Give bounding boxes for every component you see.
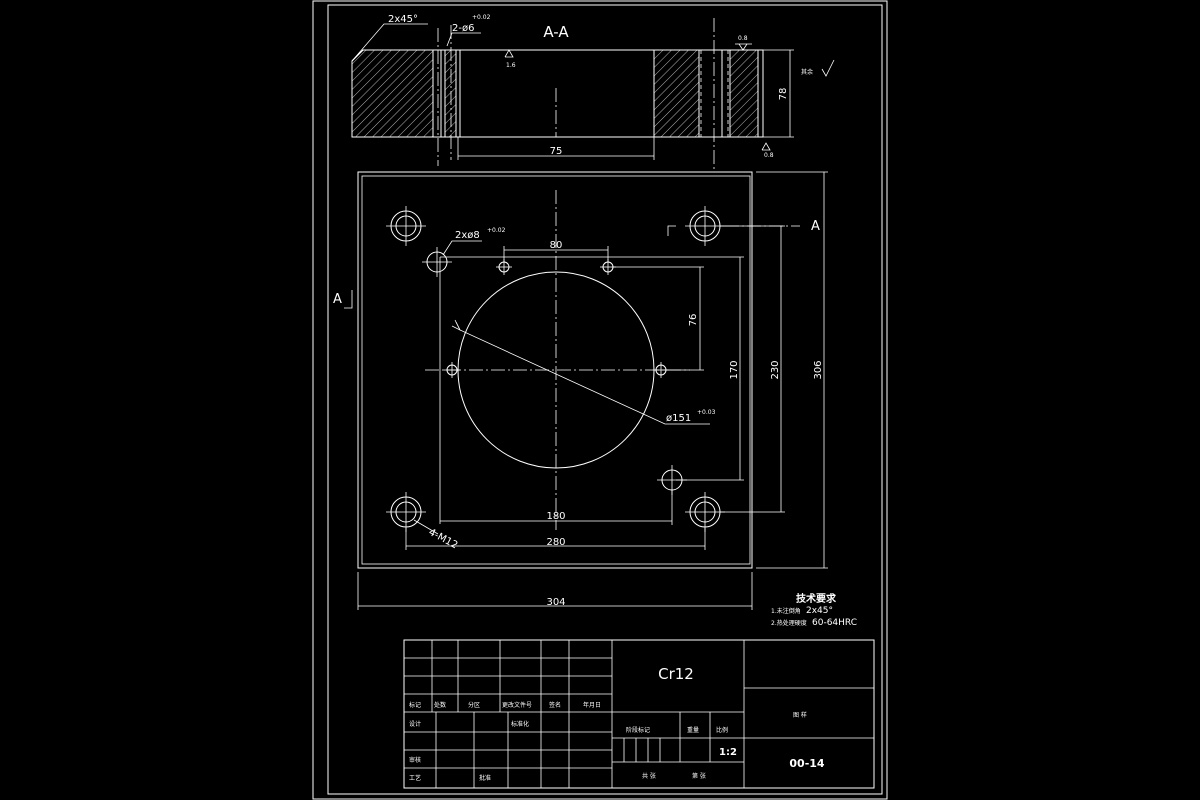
dim-280: 280 (546, 537, 565, 548)
outer-border (312, 0, 888, 800)
tb-scale-value: 1:2 (719, 747, 737, 758)
small-hole-c (444, 362, 460, 378)
tb-sheet-no: 第 张 (692, 772, 706, 780)
tb-stage-mark: 阶段标记 (626, 726, 650, 734)
section-width-75: 75 (550, 146, 563, 157)
section-pin-holes-label: 2-ø6 (452, 23, 474, 34)
tb-standardization: 标准化 (511, 720, 529, 728)
section-hatch-left (351, 49, 434, 138)
thread-hole-bl (386, 492, 426, 532)
tb-signature: 签名 (549, 701, 561, 709)
section-chamfer-label: 2x45° (388, 14, 418, 25)
tb-drawing-name: 图 样 (793, 711, 807, 719)
tb-change-doc: 更改文件号 (502, 701, 532, 709)
plan-view (344, 171, 828, 610)
section-title: A-A (543, 23, 569, 41)
dim-76: 76 (688, 314, 699, 327)
thread-hole-tl (386, 206, 426, 246)
tb-sheets-total: 共 张 (642, 772, 656, 780)
thread-label: 4-M12 (427, 527, 460, 551)
thread-hole-br (685, 492, 725, 532)
dim-230: 230 (770, 360, 781, 379)
dim-80: 80 (550, 240, 563, 251)
tb-scale-label: 比例 (716, 726, 728, 734)
plate-outline (357, 171, 753, 569)
section-height-78: 78 (778, 88, 789, 101)
roughness-16-label: 1.6 (506, 62, 516, 69)
tb-weight: 重量 (687, 726, 699, 734)
other-roughness-label: 其余 (801, 68, 813, 76)
notes-line1-prefix: 1.未注倒角 (771, 607, 801, 615)
section-pin-holes-tol: +0.02 (472, 14, 491, 21)
section-hatch-mid (653, 49, 700, 138)
section-mark-a-left: A (333, 292, 342, 307)
notes-line2-value: 60-64HRC (812, 618, 857, 628)
tb-designer: 设计 (409, 720, 421, 728)
section-hatch-pin-left (444, 49, 457, 138)
section-mark-a-right: A (811, 219, 820, 234)
tb-count: 处数 (434, 701, 446, 709)
plate-outline-inner (361, 175, 751, 565)
tb-drawing-number: 00-14 (789, 757, 825, 770)
tb-material: Cr12 (658, 665, 694, 683)
pin-hole-left (422, 247, 452, 277)
dim-304: 304 (546, 597, 565, 608)
notes-line1-value: 2x45° (806, 606, 833, 616)
plan-pin-holes-tol: +0.02 (487, 227, 506, 234)
inner-border (327, 4, 883, 795)
plan-pin-holes-label: 2xø8 (455, 230, 480, 241)
tb-mark: 标记 (409, 701, 421, 709)
thread-hole-tr (685, 206, 725, 246)
bore-tol: +0.03 (697, 409, 716, 416)
tb-approve: 批准 (479, 774, 491, 782)
dim-306: 306 (813, 360, 824, 379)
bore-label: ø151 (666, 413, 691, 424)
notes-heading: 技术要求 (796, 592, 837, 605)
tb-process: 工艺 (409, 774, 421, 782)
roughness-08-top-label: 0.8 (738, 35, 748, 42)
dim-180: 180 (546, 511, 565, 522)
tb-date: 年月日 (583, 701, 601, 709)
tb-zone: 分区 (468, 701, 480, 709)
roughness-08-bottom-label: 0.8 (764, 152, 774, 159)
dim-170: 170 (729, 360, 740, 379)
section-view (351, 18, 835, 170)
notes-line2-prefix: 2.热处理硬度 (771, 619, 807, 627)
section-hatch-right (729, 49, 759, 138)
tb-review: 审核 (409, 756, 421, 764)
title-block (403, 639, 875, 789)
